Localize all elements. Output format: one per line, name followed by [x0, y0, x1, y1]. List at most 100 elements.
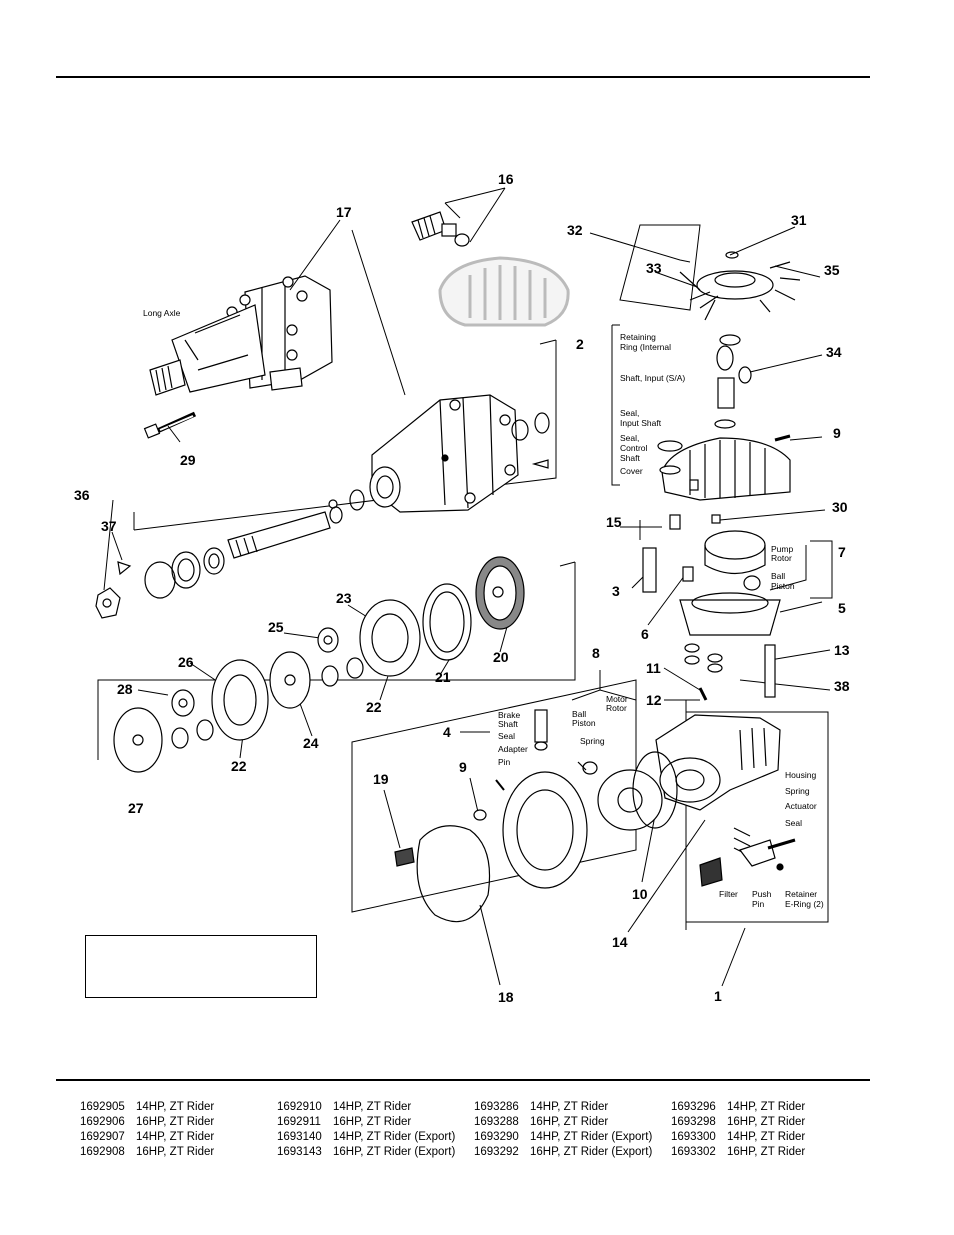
callout-34: 34: [826, 344, 842, 360]
housing-main: [655, 714, 796, 887]
label-retainer-1: Retainer: [785, 889, 817, 899]
callout-16: 16: [498, 171, 514, 187]
callout-8: 8: [592, 645, 600, 661]
label-shaft-input: Shaft, Input (S/A): [620, 373, 685, 383]
callout-1: 1: [714, 988, 722, 1004]
callout-22-lower: 22: [231, 758, 247, 774]
label-pump-rotor-1: Pump: [771, 544, 793, 554]
label-retainer-2: E-Ring (2): [785, 899, 824, 909]
gear-set: [113, 599, 421, 773]
label-housing: Housing: [785, 770, 816, 780]
callout-23: 23: [336, 590, 352, 606]
label-pin: Pin: [498, 757, 511, 767]
label-spring-r: Spring: [785, 786, 810, 796]
label-push-pin-2: Pin: [752, 899, 765, 909]
bolt-29: [143, 411, 197, 439]
callout-25: 25: [268, 619, 284, 635]
callout-15: 15: [606, 514, 622, 530]
cover-ghost: [438, 256, 570, 327]
callout-13: 13: [834, 642, 850, 658]
label-retaining-ring-1: Retaining: [620, 332, 656, 342]
note-box: [85, 935, 317, 998]
callout-9-upper: 9: [833, 425, 841, 441]
callout-21: 21: [435, 669, 451, 685]
label-spring-b: Spring: [580, 736, 605, 746]
label-retaining-ring-2: Ring (Internal: [620, 342, 671, 352]
pump-parts: [642, 514, 781, 701]
label-seal-control-1: Seal,: [620, 433, 639, 443]
callout-27: 27: [128, 800, 144, 816]
label-brake-shaft-1: Brake: [498, 710, 520, 720]
label-seal: Seal: [498, 731, 515, 741]
fan-assembly: [679, 251, 801, 429]
callout-10: 10: [632, 886, 648, 902]
label-ball-piston-2: Piston: [771, 581, 795, 591]
callout-12: 12: [646, 692, 662, 708]
label-actuator: Actuator: [785, 801, 817, 811]
callout-6: 6: [641, 626, 649, 642]
label-pump-rotor-2: Rotor: [771, 553, 792, 563]
callout-4: 4: [443, 724, 451, 740]
callout-7: 7: [838, 544, 846, 560]
label-seal-control-3: Shaft: [620, 453, 640, 463]
callout-26: 26: [178, 654, 194, 670]
callout-33: 33: [646, 260, 662, 276]
callout-9-lower: 9: [459, 759, 467, 775]
long-axle-housing: Long Axle: [143, 275, 333, 396]
label-ball-piston-b1: Ball: [572, 709, 586, 719]
callout-3: 3: [612, 583, 620, 599]
callout-30: 30: [832, 499, 848, 515]
callout-29: 29: [180, 452, 196, 468]
label-filter: Filter: [719, 889, 738, 899]
callout-5: 5: [838, 600, 846, 616]
cover-center: [657, 434, 791, 524]
label-seal-r: Seal: [785, 818, 802, 828]
bottom-rule: [56, 1079, 870, 1081]
bracket-frames: [97, 224, 833, 930]
callout-20: 20: [493, 649, 509, 665]
fitting-16: [411, 211, 470, 247]
top-rule: [56, 76, 870, 78]
label-long-axle: Long Axle: [143, 308, 181, 318]
callout-24: 24: [303, 735, 319, 751]
callout-18: 18: [498, 989, 514, 1005]
label-ball-piston-1: Ball: [771, 571, 785, 581]
label-push-pin-1: Push: [752, 889, 772, 899]
callout-19: 19: [373, 771, 389, 787]
label-seal-control-2: Control: [620, 443, 648, 453]
label-ball-piston-b2: Piston: [572, 718, 596, 728]
label-seal-input-2: Input Shaft: [620, 418, 662, 428]
leader-lines: [103, 187, 831, 987]
callout-17: 17: [336, 204, 352, 220]
callout-38: 38: [834, 678, 850, 694]
callout-14: 14: [612, 934, 628, 950]
callout-2: 2: [576, 336, 584, 352]
brake-plates: [422, 556, 525, 661]
label-adapter: Adapter: [498, 744, 528, 754]
label-seal-input-1: Seal,: [620, 408, 639, 418]
callout-37: 37: [101, 518, 117, 534]
label-brake-shaft-2: Shaft: [498, 719, 518, 729]
callout-11: 11: [646, 660, 661, 676]
